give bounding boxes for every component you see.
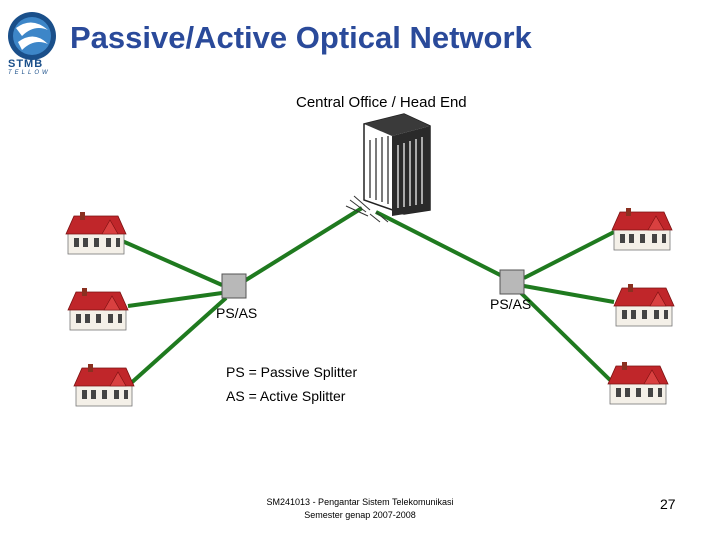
link-right-to-house-4 [523,230,615,280]
link-left-to-house-1 [119,238,223,287]
logo-subtext: TELLOW [8,70,51,76]
link-left-to-house-2 [127,291,223,308]
central-office-building-icon [345,113,431,223]
logo-text: STMB [8,58,44,70]
page-number: 27 [660,496,676,512]
stmb-logo-icon [8,12,56,60]
footer: SM241013 - Pengantar Sistem Telekomunika… [240,496,480,522]
central-office-label: Central Office / Head End [296,94,467,111]
house-icon-1 [65,211,127,255]
link-co-to-left-splitter [231,206,364,290]
house-icon-5 [613,283,675,327]
link-right-to-house-5 [523,284,615,304]
house-icon-6 [607,361,669,405]
legend-active-splitter: AS = Active Splitter [226,388,346,404]
link-right-to-house-6 [518,290,612,382]
legend-passive-splitter: PS = Passive Splitter [226,364,358,380]
link-co-to-right-splitter [375,210,511,282]
splitter-left-icon [221,273,247,299]
house-icon-2 [67,287,129,331]
house-icon-4 [611,207,673,251]
splitter-left-label: PS/AS [216,305,258,321]
footer-semester: Semester genap 2007-2008 [304,510,416,520]
slide-title: Passive/Active Optical Network [70,20,532,55]
footer-course: SM241013 - Pengantar Sistem Telekomunika… [266,497,454,507]
house-icon-3 [73,363,135,407]
splitter-right-label: PS/AS [490,296,532,312]
splitter-right-icon [499,269,525,295]
link-left-to-house-3 [128,296,228,386]
